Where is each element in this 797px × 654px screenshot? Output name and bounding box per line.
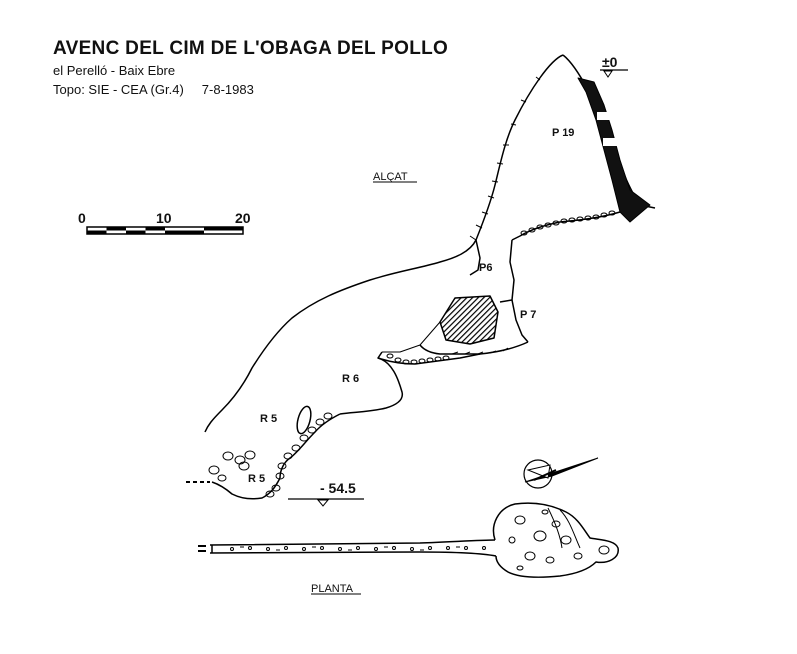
label-r5-upper: R 5	[260, 413, 277, 425]
bottom-datum: - 54.5	[288, 480, 364, 507]
r5-upper-slope	[279, 413, 341, 479]
scale-tick-10: 10	[156, 210, 172, 226]
scale-tick-0: 0	[78, 210, 86, 226]
r5-lower-slope	[211, 477, 281, 500]
survey-location: el Perelló - Baix Ebre	[53, 63, 176, 78]
entrance-datum-label: ±0	[602, 54, 618, 70]
blocking-boulder	[439, 295, 499, 345]
plan-gallery-rubble	[230, 546, 486, 551]
r6-slope-wall	[339, 357, 404, 415]
survey-credits: Topo: SIE - CEA (Gr.4) 7-8-1983	[53, 82, 254, 97]
survey-date: 7-8-1983	[201, 82, 254, 97]
plan-continuation-dashes	[198, 545, 206, 552]
upper-rubble-floor	[511, 211, 621, 241]
p6-left-wall	[469, 239, 481, 276]
scale-tick-20: 20	[235, 210, 251, 226]
bottom-datum-label: - 54.5	[320, 480, 356, 496]
plan-chamber-blocks	[508, 507, 610, 571]
r5-upper-pebbles	[275, 412, 333, 480]
section-elevation-title: ALÇAT	[373, 171, 408, 183]
p19-shaded-wall	[577, 77, 651, 223]
section-plan-title: PLANTA	[311, 583, 354, 595]
p7-shaft-wall	[511, 299, 529, 343]
north-arrow-icon	[523, 457, 599, 489]
label-p7: P 7	[520, 309, 536, 321]
label-r5-lower: R 5	[248, 473, 265, 485]
label-r6: R 6	[342, 373, 359, 385]
elevation-left-wall	[204, 54, 564, 433]
lower-slope-line	[382, 321, 441, 353]
r5-lower-pebbles	[208, 450, 281, 498]
middle-rubble-pebbles	[386, 353, 450, 365]
elevation-wall-hatching	[469, 76, 541, 241]
label-p6: P6	[479, 262, 492, 274]
plan-gallery-top	[209, 539, 496, 546]
survey-title: AVENC DEL CIM DE L'OBAGA DEL POLLO	[53, 38, 449, 59]
elevation-section	[186, 54, 656, 500]
p6-shaft-wall	[499, 239, 515, 303]
entrance-datum: ±0	[600, 54, 628, 78]
p7-floor	[419, 341, 529, 355]
upper-rubble-pebbles	[520, 210, 616, 236]
plan-section	[198, 502, 619, 578]
plan-gallery-bottom	[209, 551, 497, 557]
label-p19: P 19	[552, 127, 574, 139]
plan-terminal-chamber	[492, 502, 619, 578]
scale-bar: 0 10 20	[78, 210, 251, 235]
survey-topo: Topo: SIE - CEA (Gr.4)	[53, 82, 184, 97]
r5-boulder	[296, 405, 312, 435]
